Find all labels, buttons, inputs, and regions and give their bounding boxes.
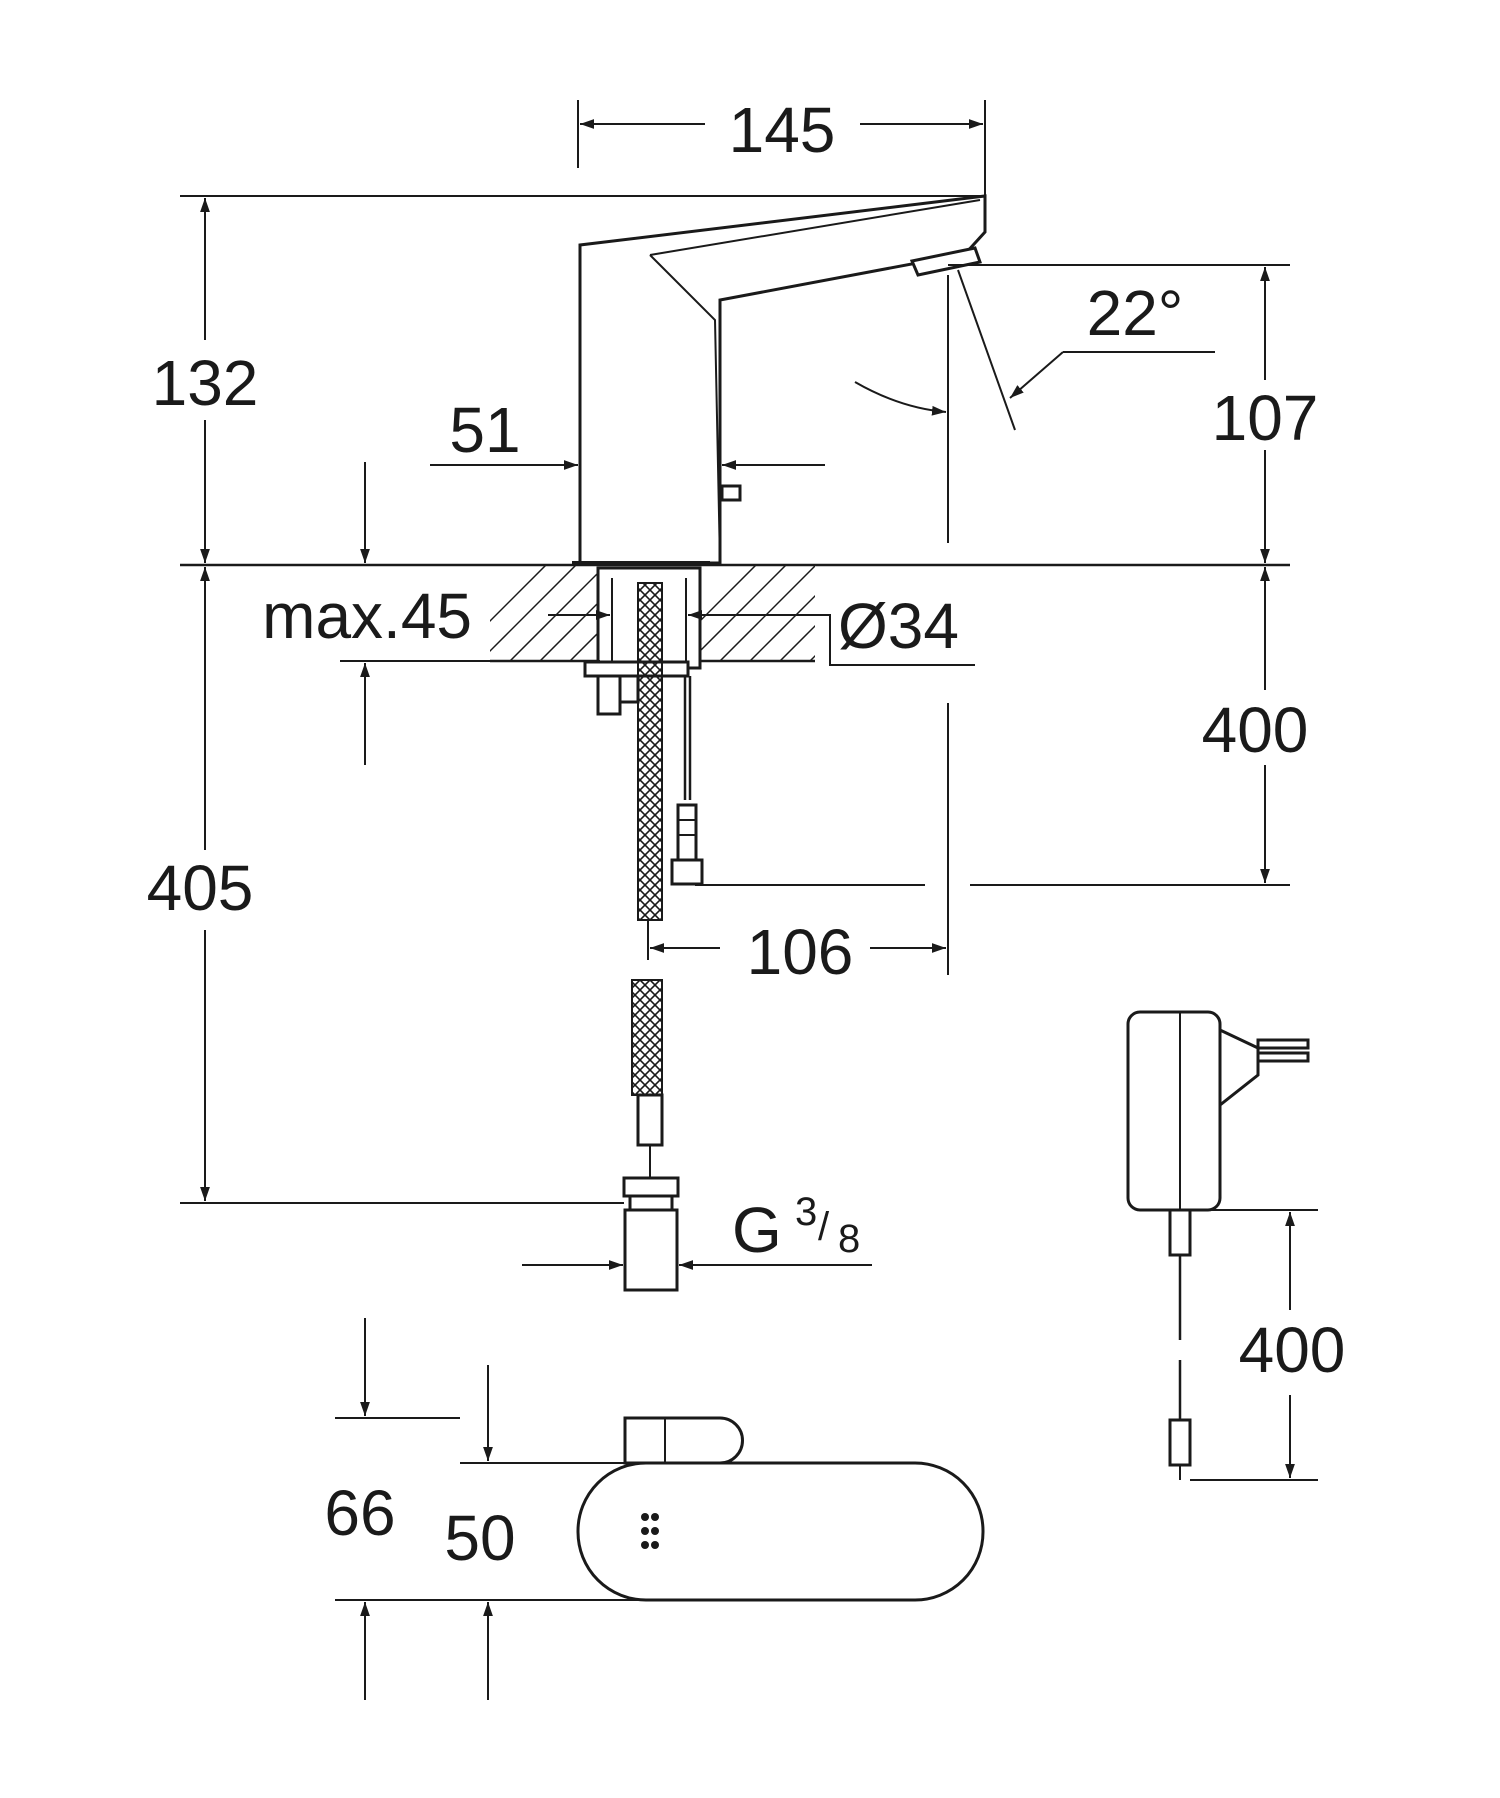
dimension-labels: 145 132 22° 107 51 max.45 Ø34 400 405 10…	[147, 94, 1346, 1574]
dim-power-supply-cable-length: 400	[1239, 1314, 1346, 1386]
top-view-body	[576, 1461, 985, 1602]
dim-thread-numerator: 3	[795, 1190, 817, 1234]
dim-sensor-cable-length: 400	[1202, 694, 1309, 766]
dim-spout-reach: 145	[729, 94, 836, 166]
power-supply-strain-relief	[1168, 1208, 1192, 1257]
faucet-body	[578, 194, 987, 565]
dim-thread-slash: /	[818, 1205, 830, 1249]
dim-connection-thread: G	[732, 1194, 782, 1266]
dim-top-view-depth-outer: 66	[324, 1477, 395, 1549]
power-supply-cable-plug	[1168, 1418, 1192, 1467]
hose-upper	[637, 582, 663, 921]
power-supply-housing	[1126, 1010, 1222, 1212]
sensor-dots-icon	[641, 1513, 659, 1549]
plug-pins-icon	[1256, 1038, 1310, 1063]
faucet-spout-edge	[649, 199, 981, 564]
dim-hose-length: 405	[147, 852, 254, 924]
top-view-spout-tab	[623, 1416, 744, 1465]
hose-nut	[622, 1176, 680, 1198]
dim-spray-angle: 22°	[1087, 277, 1184, 349]
connection-pipe	[623, 1208, 679, 1292]
faucet-top-view	[576, 1416, 985, 1602]
dim-outlet-height: 107	[1212, 382, 1319, 454]
deck-section	[180, 563, 1290, 716]
dim-hole-diameter: Ø34	[838, 590, 959, 662]
dim-max-deck-thickness: max.45	[262, 580, 472, 652]
hose-lower	[631, 979, 663, 1096]
sensor-cable-plug	[676, 803, 698, 862]
mounting-nut	[583, 660, 690, 678]
supply-hose	[622, 582, 680, 1292]
faucet-side-view	[572, 194, 987, 565]
sensor-cable	[670, 676, 704, 886]
dim-body-width: 51	[449, 394, 520, 466]
dim-total-height: 132	[152, 347, 259, 419]
power-supply	[1126, 1010, 1310, 1480]
faucet-side-button	[720, 484, 742, 502]
dim-top-view-depth-inner: 50	[444, 1502, 515, 1574]
hose-ferrule	[636, 1093, 664, 1147]
dim-thread-denominator: 8	[838, 1217, 860, 1261]
mounting-stud	[596, 674, 622, 716]
dim-cable-offset: 106	[747, 916, 854, 988]
dimension-lines	[180, 100, 1318, 1700]
sensor-window	[909, 246, 982, 277]
